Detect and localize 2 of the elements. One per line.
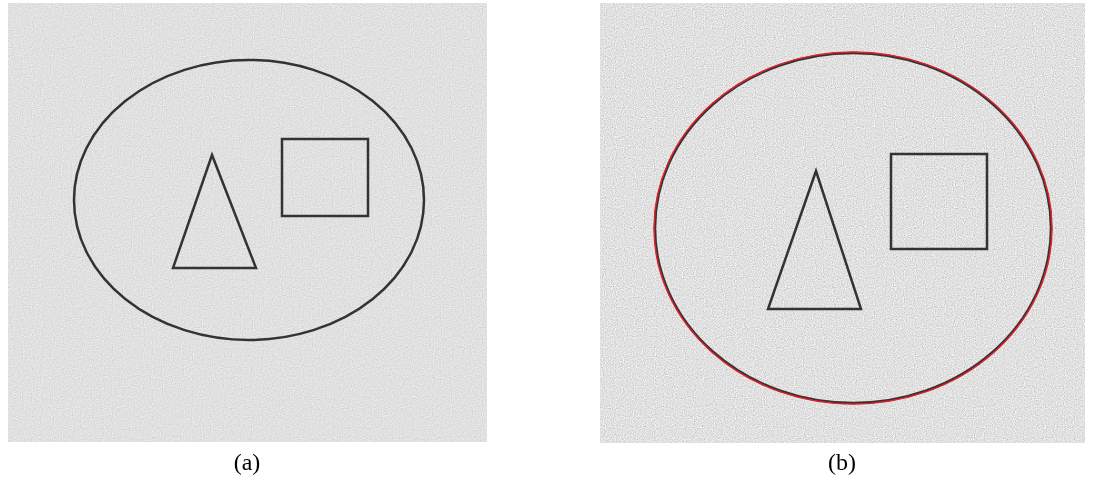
subfigure-label: (b) [828,449,856,475]
subfigure-label: (a) [233,449,261,475]
